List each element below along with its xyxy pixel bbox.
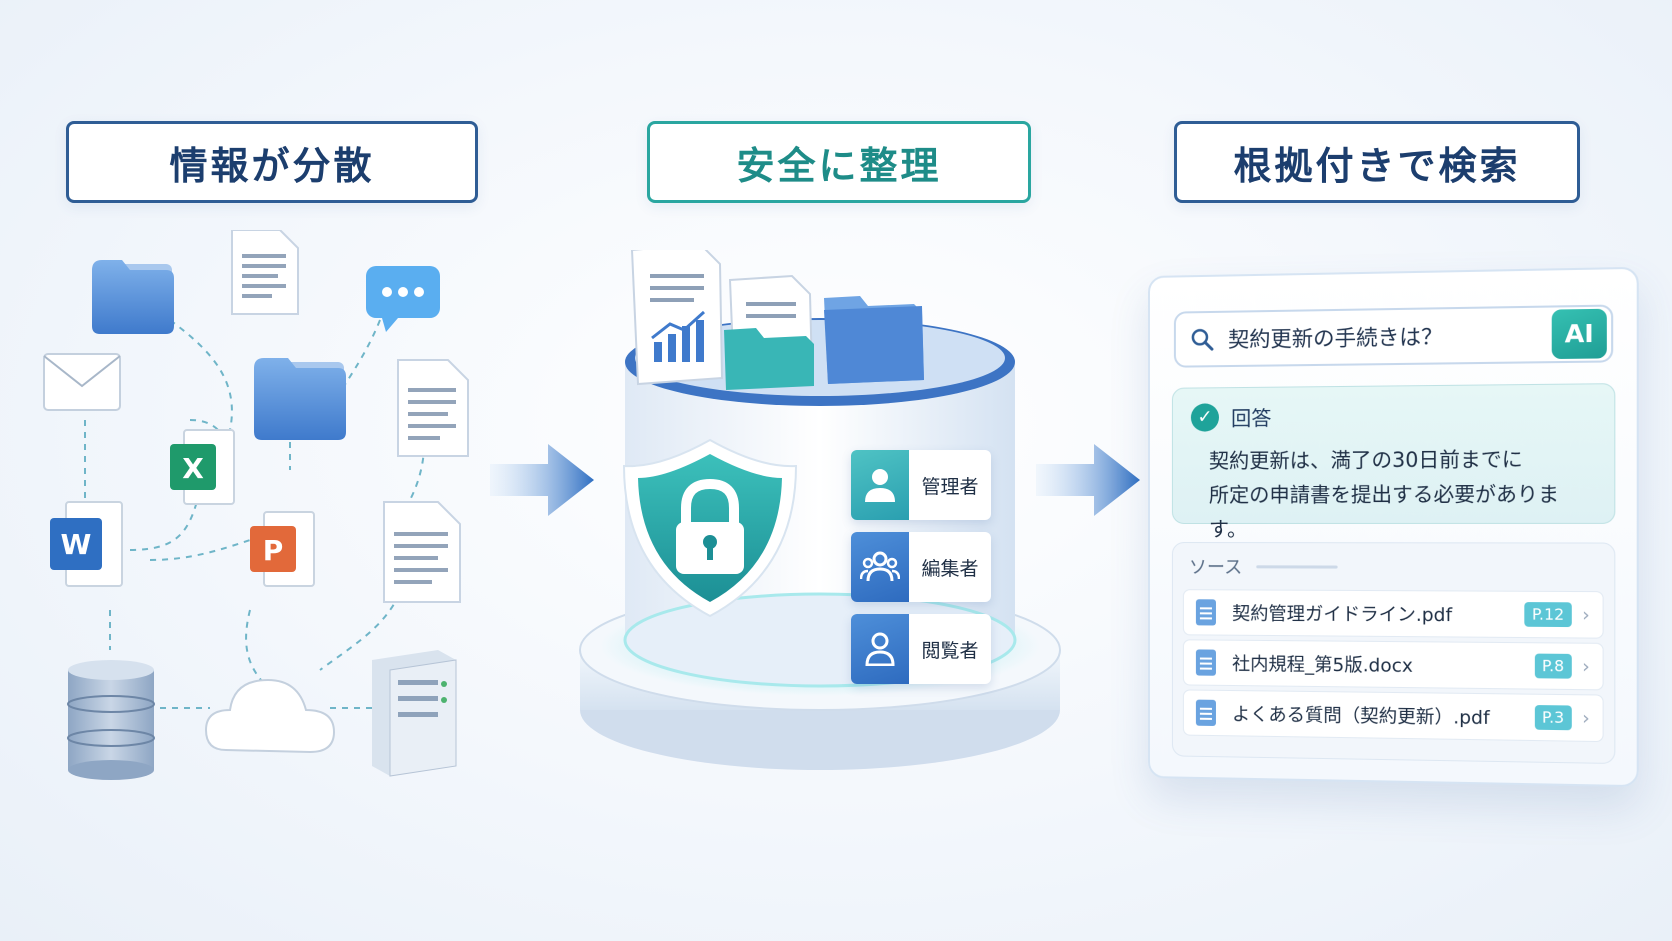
role-card-editor: 編集者 (851, 532, 991, 602)
cloud-icon (204, 678, 336, 754)
role-card-viewer: 閲覧者 (851, 614, 991, 684)
source-name: よくある質問（契約更新）.pdf (1232, 704, 1490, 730)
shield-lock-icon (622, 438, 798, 618)
folder-icon (724, 328, 814, 390)
svg-text:P: P (263, 534, 284, 567)
search-query: 契約更新の手続きは？ (1228, 324, 1443, 352)
header-organize: 安全に整理 (647, 121, 1031, 203)
user-icon (851, 450, 909, 520)
source-page-badge: P.12 (1524, 602, 1572, 628)
mail-icon (43, 353, 121, 411)
arrow-right-icon (490, 444, 594, 516)
svg-text:X: X (182, 452, 204, 485)
role-label: 編集者 (921, 557, 979, 580)
folder-icon (824, 296, 924, 384)
chevron-right-icon: › (1582, 603, 1590, 626)
source-name: 契約管理ガイドライン.pdf (1232, 603, 1453, 627)
folder-icon (92, 260, 174, 334)
document-icon (1195, 599, 1216, 626)
role-label: 管理者 (921, 475, 979, 498)
folder-icon (254, 358, 346, 440)
source-page-badge: P.3 (1534, 705, 1572, 731)
scattered-illustration: X W P (43, 230, 469, 780)
source-name: 社内規程_第5版.docx (1232, 653, 1413, 677)
database-icon (67, 660, 155, 780)
chat-bubble-icon (366, 266, 440, 332)
arrow-right-icon (1036, 444, 1140, 516)
document-icon (1195, 649, 1216, 676)
document-icon (397, 359, 469, 457)
report-document-icon (630, 250, 724, 386)
answer-line-2: 所定の申請書を提出する必要があります。 (1208, 481, 1560, 542)
search-input[interactable]: 契約更新の手続きは？ AI (1173, 304, 1614, 368)
source-item[interactable]: 社内規程_第5版.docx P.8 › (1182, 639, 1604, 691)
server-icon (372, 650, 457, 777)
role-list: 管理者 編集者 閲覧者 (851, 450, 991, 696)
role-card-admin: 管理者 (851, 450, 991, 520)
svg-text:W: W (61, 528, 92, 561)
word-icon: W (50, 501, 123, 587)
document-icon (383, 501, 461, 603)
header-scattered: 情報が分散 (66, 121, 478, 203)
source-page-badge: P.8 (1534, 653, 1572, 679)
group-icon (851, 532, 909, 602)
answer-box: ✓ 回答 契約更新は、満了の30日前までに 所定の申請書を提出する必要があります… (1171, 383, 1616, 541)
source-item[interactable]: 契約管理ガイドライン.pdf P.12 › (1182, 589, 1604, 639)
ai-label: AI (1564, 319, 1594, 349)
check-icon: ✓ (1190, 402, 1219, 432)
document-icon (1195, 699, 1216, 727)
secure-storage-illustration (579, 250, 1061, 770)
answer-heading: 回答 (1231, 405, 1272, 431)
chevron-right-icon: › (1582, 655, 1590, 678)
sources-box: ソース 契約管理ガイドライン.pdf P.12 › 社内規程_第5版.docx … (1171, 542, 1616, 765)
role-label: 閲覧者 (921, 639, 979, 662)
header-search: 根拠付きで検索 (1174, 121, 1580, 203)
source-item[interactable]: よくある質問（契約更新）.pdf P.3 › (1182, 689, 1604, 743)
ai-button[interactable]: AI (1551, 308, 1607, 360)
search-icon (1190, 327, 1214, 351)
document-icon (231, 230, 299, 315)
powerpoint-icon: P (250, 511, 315, 587)
chevron-right-icon: › (1582, 707, 1590, 729)
answer-line-1: 契約更新は、満了の30日前までに (1208, 446, 1523, 473)
user-outline-icon (851, 614, 909, 684)
sources-heading: ソース (1188, 557, 1243, 579)
excel-icon: X (170, 429, 235, 505)
search-panel: 契約更新の手続きは？ AI ✓ 回答 契約更新は、満了の30日前までに 所定の申… (1148, 266, 1639, 788)
